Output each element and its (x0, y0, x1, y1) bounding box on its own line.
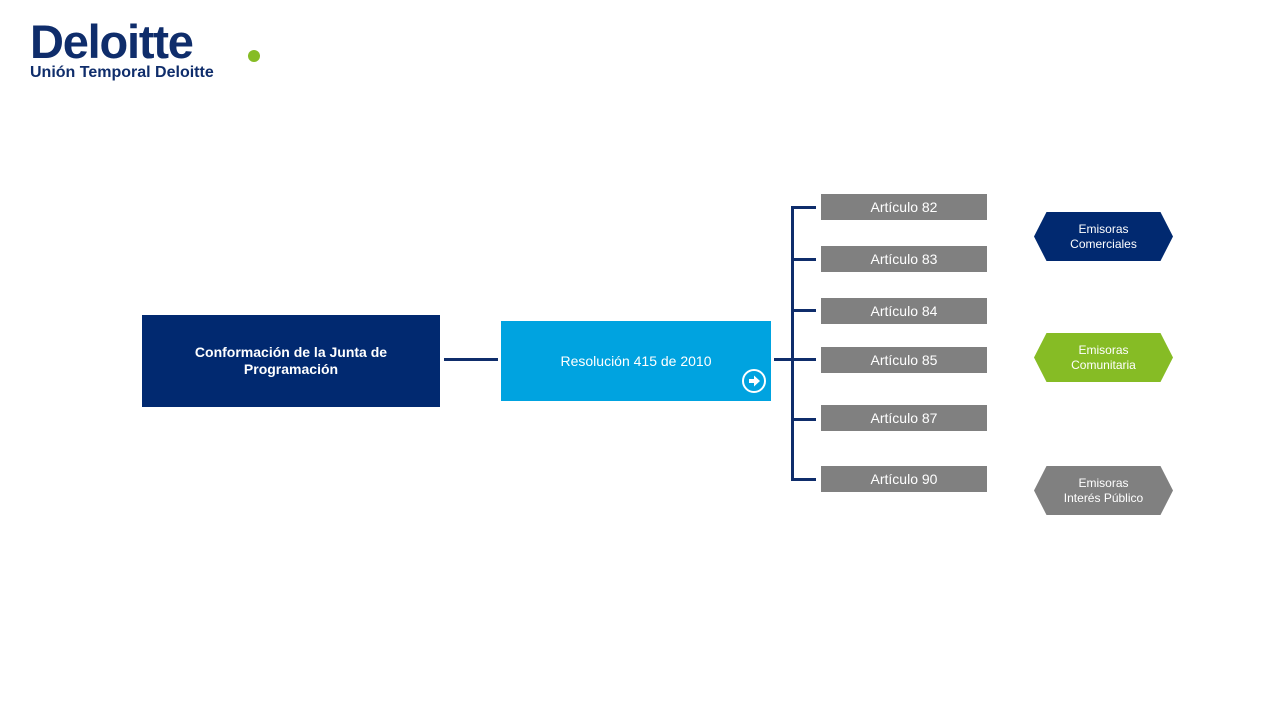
category-label: Emisoras Interés Público (1064, 476, 1143, 506)
bracket-vertical (791, 206, 794, 481)
article-label: Artículo 85 (870, 352, 938, 368)
article-84[interactable]: Artículo 84 (821, 298, 987, 324)
logo-dot (248, 50, 260, 62)
category-line1: Emisoras (1078, 342, 1129, 357)
article-label: Artículo 84 (870, 303, 938, 319)
logo-wordmark: Deloitte (30, 15, 194, 68)
category-line2: Interés Público (1063, 490, 1144, 505)
article-82[interactable]: Artículo 82 (821, 194, 987, 220)
article-label: Artículo 83 (870, 251, 938, 267)
category-line1: Emisoras (1078, 221, 1129, 236)
root-node: Conformación de la Junta de Programación (142, 315, 440, 407)
category-line1: Emisoras (1078, 475, 1129, 490)
bracket-tick (791, 258, 816, 261)
logo-subtitle: Unión Temporal Deloitte (30, 64, 214, 81)
resolution-node[interactable]: Resolución 415 de 2010 (501, 321, 771, 401)
category-emisoras-comerciales[interactable]: Emisoras Comerciales (1034, 212, 1173, 261)
arrow-right-circle-icon[interactable] (742, 369, 766, 393)
bracket-tick (791, 358, 816, 361)
article-85[interactable]: Artículo 85 (821, 347, 987, 373)
category-emisoras-comunitaria[interactable]: Emisoras Comunitaria (1034, 333, 1173, 382)
category-label: Emisoras Comunitaria (1071, 343, 1136, 373)
article-87[interactable]: Artículo 87 (821, 405, 987, 431)
bracket-tick (791, 206, 816, 209)
connector-resolution-bracket (774, 358, 793, 361)
category-line2: Comunitaria (1071, 357, 1136, 372)
article-90[interactable]: Artículo 90 (821, 466, 987, 492)
article-label: Artículo 82 (870, 199, 938, 215)
category-line2: Comerciales (1070, 236, 1137, 251)
category-label: Emisoras Comerciales (1070, 222, 1137, 252)
category-emisoras-interes-publico[interactable]: Emisoras Interés Público (1034, 466, 1173, 515)
article-83[interactable]: Artículo 83 (821, 246, 987, 272)
bracket-tick (791, 418, 816, 421)
root-node-label: Conformación de la Junta de Programación (194, 344, 388, 377)
bracket-tick (791, 478, 816, 481)
connector-root-resolution (444, 358, 498, 361)
article-label: Artículo 90 (870, 471, 938, 487)
article-label: Artículo 87 (870, 410, 938, 426)
bracket-tick (791, 309, 816, 312)
resolution-node-label: Resolución 415 de 2010 (560, 353, 712, 369)
deloitte-logo: Deloitte Unión Temporal Deloitte (30, 16, 290, 88)
